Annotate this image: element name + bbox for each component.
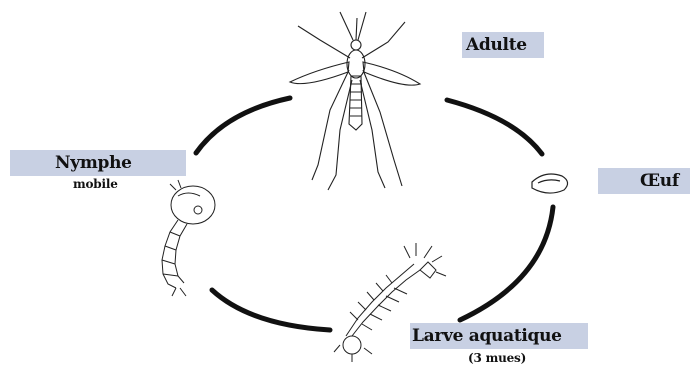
arc-nymphe-adulte — [196, 98, 290, 153]
arc-larve-nymphe — [212, 290, 330, 330]
mosquito-adult-icon — [290, 12, 420, 190]
stage-label-nymphe: Nymphe — [55, 153, 132, 173]
stage-sublabel-larve: (3 mues) — [468, 351, 526, 365]
stage-sublabel-nymphe: mobile — [73, 177, 118, 191]
stage-label-larve: Larve aquatique — [412, 326, 562, 346]
egg-icon — [532, 174, 568, 193]
stage-label-adulte: Adulte — [466, 35, 527, 55]
pupa-icon — [162, 180, 215, 296]
arc-oeuf-larve — [460, 207, 553, 320]
stage-label-oeuf: Œuf — [640, 171, 679, 191]
cycle-arcs — [196, 98, 553, 330]
arc-adulte-oeuf — [447, 100, 542, 154]
